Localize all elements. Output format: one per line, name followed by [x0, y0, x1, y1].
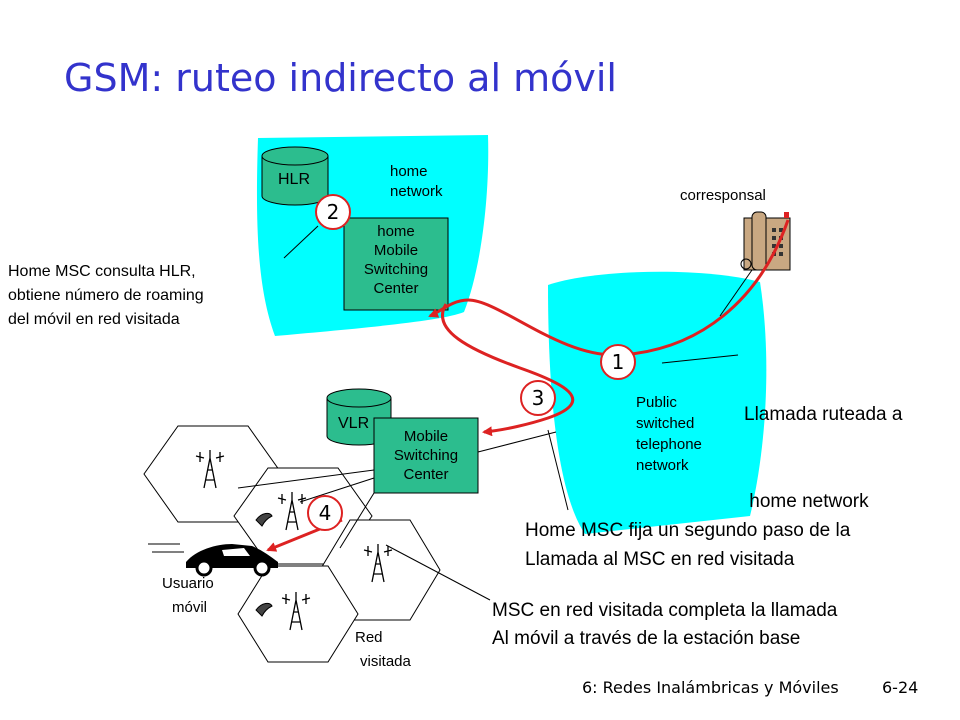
home-msc-label: home Mobile Switching Center	[344, 222, 448, 298]
annotation-line: obtiene número de roaming	[8, 287, 204, 304]
vlr-label: VLR	[338, 415, 370, 432]
visited-msc-line: Switching	[393, 447, 459, 464]
step-number-1: 1	[612, 350, 625, 374]
antenna-tower-icon	[363, 544, 393, 583]
annotation-line: del móvil en red visitada	[8, 311, 180, 328]
step4-annotation: MSC en red visitada completa la llamada …	[492, 597, 837, 653]
visited-network-label-1: Red	[355, 629, 383, 646]
annotation-line: Home MSC consulta HLR,	[8, 263, 196, 280]
annotation-line: Al móvil a través de la estación base	[492, 628, 801, 649]
call-arrow-home-msc	[428, 298, 469, 318]
telephone-icon	[740, 211, 791, 271]
mobile-user-label-2: móvil	[172, 599, 208, 616]
footer-page-number: 6-24	[882, 678, 919, 697]
hlr-database-icon	[261, 146, 329, 206]
visited-msc-box	[373, 417, 479, 494]
step2-annotation: Home MSC consulta HLR, obtiene número de…	[8, 260, 204, 332]
home-msc-line: home	[377, 223, 415, 240]
step-circle-3	[520, 380, 556, 416]
step1-annotation: Llamada ruteada a home network	[744, 342, 902, 574]
step-number-3: 3	[532, 386, 545, 410]
antenna-tower-icon	[195, 450, 225, 489]
visited-msc-line: Center	[403, 466, 449, 483]
annotation-line: Home MSC fija un segundo paso de la	[525, 520, 851, 541]
mobile-phone-icons	[255, 512, 273, 617]
mobile-user-label-1: Usuario	[162, 575, 214, 592]
call-arrow-to-visited-msc	[440, 303, 575, 437]
cell-hexagon	[237, 565, 359, 663]
pstn-line: telephone	[636, 436, 702, 453]
home-network-label-1: home	[390, 163, 428, 180]
car-icon	[148, 543, 278, 577]
home-msc-line: Center	[373, 280, 419, 297]
pstn-line: network	[636, 457, 689, 474]
correspondent-label: corresponsal	[680, 187, 766, 204]
annotation-line: MSC en red visitada completa la llamada	[492, 600, 838, 621]
step-circle-1	[600, 344, 636, 380]
annotation-line: Llamada al MSC en red visitada	[525, 549, 795, 570]
slide-title: GSM: ruteo indirecto al móvil	[64, 56, 617, 100]
step-circle-4	[307, 495, 343, 531]
step-circle-2	[315, 194, 351, 230]
annotation-line: Llamada ruteada a	[744, 404, 903, 425]
home-network-label-2: network	[390, 183, 443, 200]
leader-lines	[237, 225, 753, 601]
visited-msc-line: Mobile	[403, 428, 449, 445]
step-number-4: 4	[319, 501, 332, 525]
visited-msc-label: Mobile Switching Center	[374, 427, 478, 484]
step-markers	[307, 194, 636, 531]
home-msc-line: Switching	[363, 261, 429, 278]
annotation-line: home network	[744, 491, 869, 512]
step3-annotation: Home MSC fija un segundo paso de la Llam…	[525, 516, 850, 574]
visited-network-label-2: visitada	[360, 653, 411, 670]
step-number-2: 2	[327, 200, 340, 224]
antenna-tower-icon	[281, 592, 311, 631]
pstn-label: Public switched telephone network	[636, 392, 702, 476]
footer-chapter: 6: Redes Inalámbricas y Móviles	[582, 678, 839, 697]
antenna-tower-icon	[277, 492, 307, 531]
home-msc-line: Mobile	[373, 242, 419, 259]
pstn-line: switched	[636, 415, 695, 432]
pstn-line: Public	[636, 394, 677, 411]
hlr-label: HLR	[278, 171, 311, 188]
pstn-cloud	[548, 271, 767, 534]
antenna-towers	[195, 450, 393, 631]
home-msc-box	[343, 217, 449, 311]
